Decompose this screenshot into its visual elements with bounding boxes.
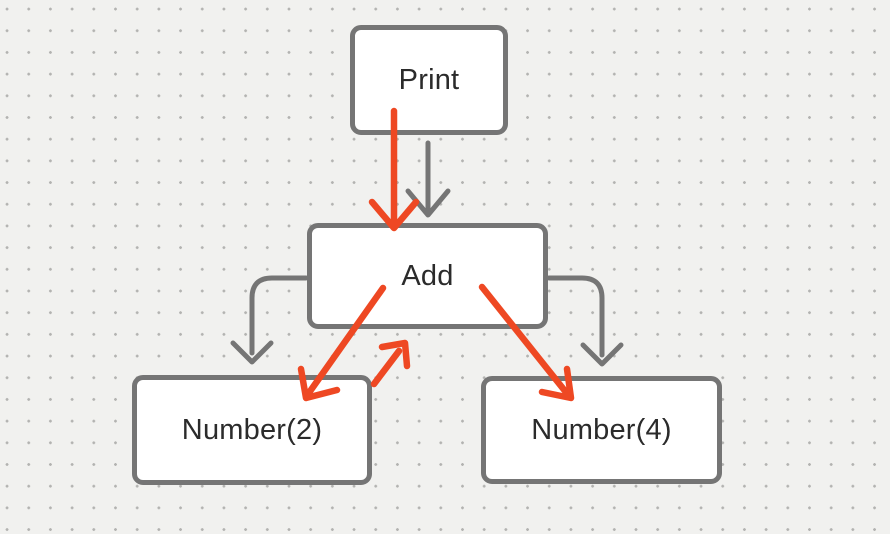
- arrow-number2-return-red[interactable]: [370, 339, 411, 388]
- node-number2[interactable]: Number(2): [132, 375, 372, 485]
- node-label-number4: Number(4): [531, 413, 672, 446]
- node-add[interactable]: Add: [307, 223, 548, 329]
- arrow-add-to-number2-gray[interactable]: [230, 275, 309, 365]
- node-label-print: Print: [398, 63, 460, 96]
- arrow-print-to-add-gray[interactable]: [405, 140, 451, 218]
- arrow-add-to-number4-gray[interactable]: [546, 275, 624, 367]
- node-print[interactable]: Print: [350, 25, 508, 135]
- node-number4[interactable]: Number(4): [481, 376, 722, 484]
- node-label-number2: Number(2): [181, 413, 323, 446]
- node-label-add: Add: [401, 259, 454, 292]
